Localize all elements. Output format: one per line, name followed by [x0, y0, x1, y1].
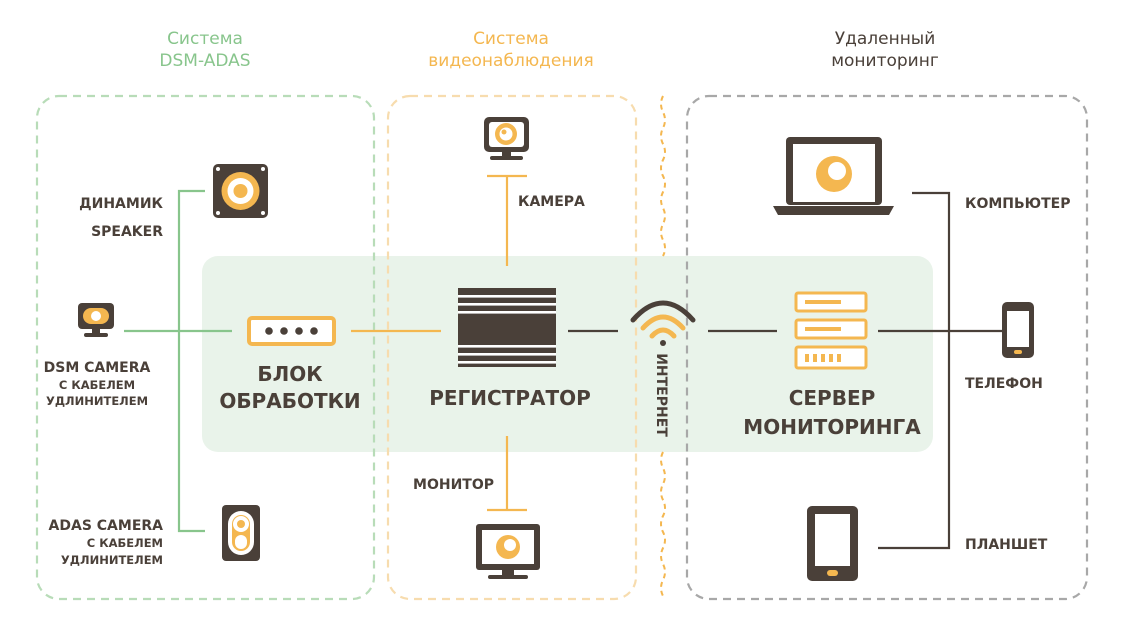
internet-label: ИНТЕРНЕТ: [653, 353, 669, 437]
central-band: [202, 256, 933, 452]
dsm-header-line1: Система: [167, 29, 243, 49]
processing-label-2: ОБРАБОТКИ: [219, 389, 360, 413]
green-connectors: [124, 189, 232, 533]
adas-camera-label: ADAS CAMERA: [49, 518, 164, 534]
remote-frame: [685, 94, 1089, 601]
video-frame: [386, 94, 638, 601]
processing-unit-icon: [247, 316, 336, 346]
orange-connectors: [351, 174, 527, 512]
adas-camera-icon: [222, 505, 260, 561]
monitor-icon: [476, 524, 540, 579]
internet-divider-bottom: [660, 451, 666, 597]
tablet-icon: [807, 506, 858, 581]
internet-divider-top: [660, 95, 666, 257]
dsm-adas-frame: [35, 94, 376, 601]
remote-header-line1: Удаленный: [835, 29, 936, 49]
dark-connectors: [568, 191, 1002, 550]
server-label-1: СЕРВЕР: [789, 386, 876, 410]
phone-label: ТЕЛЕФОН: [965, 376, 1043, 392]
webcam-icon: [78, 303, 114, 337]
dsm-camera-sub1: С КАБЕЛЕМ: [59, 378, 135, 392]
recorder-icon: [458, 288, 556, 367]
dsm-header-line2: DSM-ADAS: [159, 51, 250, 71]
speaker-label-en: SPEAKER: [91, 224, 163, 240]
camera-label: КАМЕРА: [518, 194, 585, 210]
monitor-label: МОНИТОР: [413, 477, 494, 493]
adas-camera-sub1: С КАБЕЛЕМ: [87, 536, 163, 550]
laptop-icon: [773, 137, 894, 215]
processing-label-1: БЛОК: [257, 362, 323, 386]
video-header-line1: Система: [473, 29, 549, 49]
video-header-line2: видеонаблюдения: [428, 51, 593, 71]
dsm-camera-label: DSM CAMERA: [44, 360, 151, 376]
server-icon: [794, 291, 868, 370]
recorder-label: РЕГИСТРАТОР: [429, 386, 591, 410]
wifi-icon: [630, 300, 696, 346]
camera-icon: [484, 117, 529, 160]
adas-camera-sub2: УДЛИНИТЕЛЕМ: [61, 553, 163, 567]
remote-header-line2: мониторинг: [831, 51, 939, 71]
dsm-camera-sub2: УДЛИНИТЕЛЕМ: [46, 394, 148, 408]
computer-label: КОМПЬЮТЕР: [965, 196, 1070, 212]
phone-icon: [1002, 302, 1034, 358]
server-label-2: МОНИТОРИНГА: [743, 415, 921, 439]
speaker-icon: [213, 164, 268, 218]
tablet-label: ПЛАНШЕТ: [965, 537, 1048, 553]
speaker-label-ru: ДИНАМИК: [79, 196, 163, 212]
